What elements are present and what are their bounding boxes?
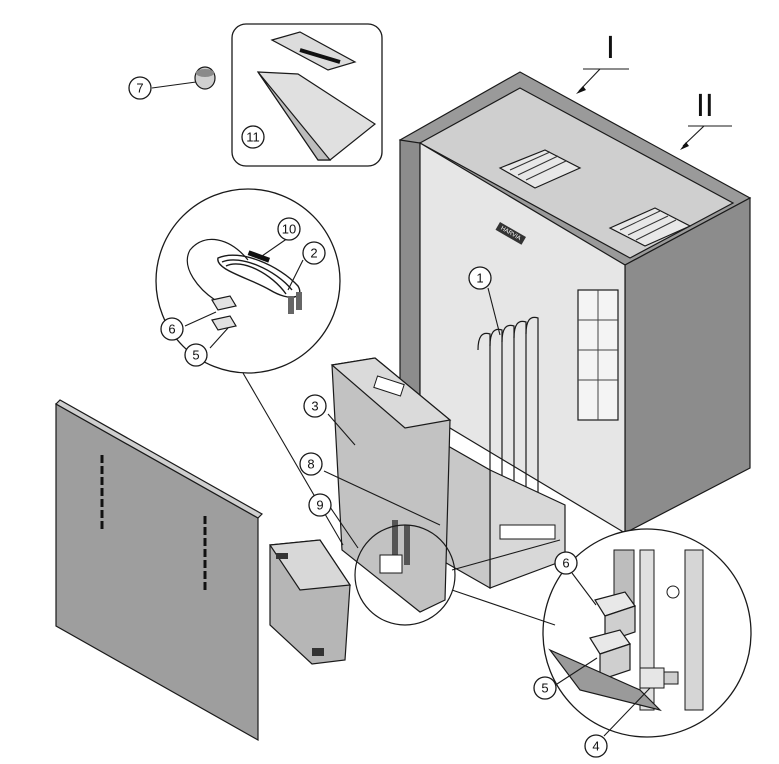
view-label-i: I	[576, 31, 629, 94]
view-label-ii: II	[680, 89, 732, 150]
callout-10: 10	[277, 217, 301, 241]
svg-text:9: 9	[316, 498, 323, 513]
svg-text:2: 2	[310, 246, 317, 261]
callout-5-inset-left: 5	[184, 343, 208, 367]
callout-1: 1	[468, 266, 492, 290]
svg-text:8: 8	[307, 457, 314, 472]
svg-text:I: I	[606, 31, 615, 66]
callout-8: 8	[299, 452, 323, 476]
inset-stone-spreader	[231, 23, 383, 167]
heater-cabinet: HARVIA	[398, 71, 752, 590]
callout-2: 2	[302, 241, 326, 265]
svg-text:7: 7	[136, 81, 143, 96]
control-unit	[330, 357, 452, 613]
callout-11: 11	[241, 125, 265, 149]
svg-text:5: 5	[541, 681, 548, 696]
detail-ring	[354, 524, 456, 626]
callout-9: 9	[308, 493, 332, 517]
front-cover-panel	[55, 399, 263, 742]
callout-3: 3	[303, 394, 327, 418]
control-cover	[268, 539, 352, 665]
svg-text:5: 5	[192, 348, 199, 363]
svg-text:1: 1	[476, 271, 483, 286]
svg-text:4: 4	[592, 739, 599, 754]
svg-text:3: 3	[311, 399, 318, 414]
svg-text:6: 6	[168, 322, 175, 337]
heating-elements	[477, 316, 539, 498]
leader-lines	[184, 237, 651, 737]
callout-6-inset-left: 6	[160, 317, 184, 341]
callout-7: 7	[128, 76, 152, 100]
knob-part	[151, 66, 216, 90]
callout-6-inset-right: 6	[554, 551, 578, 575]
svg-text:6: 6	[562, 556, 569, 571]
svg-text:II: II	[696, 89, 714, 124]
inset-terminal-detail	[451, 528, 752, 738]
callout-4: 4	[584, 734, 608, 758]
svg-text:10: 10	[282, 222, 296, 237]
callout-5-inset-right: 5	[533, 676, 557, 700]
svg-text:11: 11	[246, 130, 260, 145]
